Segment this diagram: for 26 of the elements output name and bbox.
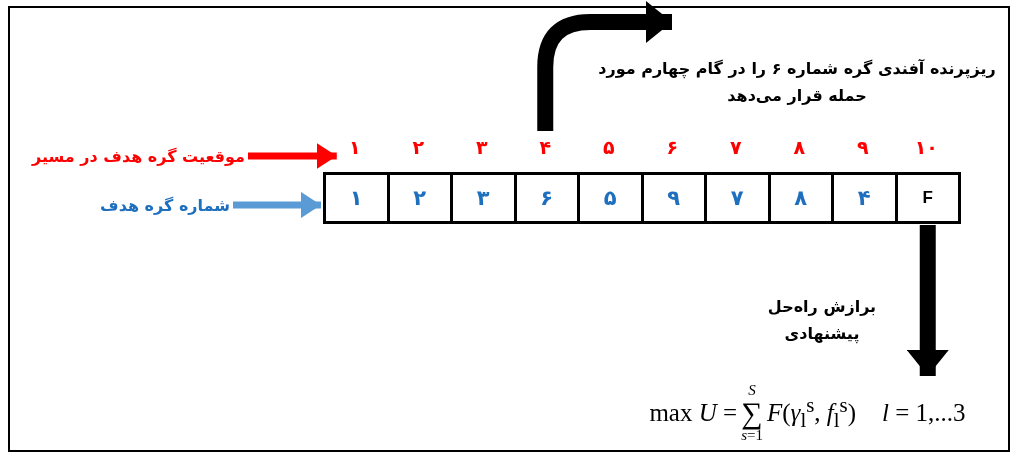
- array-cell: ۳: [450, 172, 517, 224]
- sum-sign: ∑: [741, 398, 763, 428]
- formula-text: max U =: [649, 399, 738, 427]
- array-cell: ۱: [323, 172, 390, 224]
- position-number: ۱: [338, 133, 371, 161]
- position-number: ۱۰: [910, 133, 943, 161]
- row-label: شماره گره هدف: [80, 192, 230, 218]
- position-number: ۲: [402, 133, 435, 161]
- position-number: ۷: [719, 133, 752, 161]
- position-number: ۴: [529, 133, 562, 161]
- array-cell: ۴: [831, 172, 898, 224]
- arrow: [537, 1, 672, 131]
- position-number: ۳: [465, 133, 498, 161]
- array-cell: ۵: [577, 172, 644, 224]
- arrow: [906, 225, 949, 376]
- position-number: ۸: [783, 133, 816, 161]
- sum-limit: S: [748, 383, 756, 398]
- formula-text: F(γ$_{l}$$^{s}$, f$_{l}$$^{s}$): [766, 392, 856, 434]
- annotation-text: ریزپرنده آفندی گره شماره ۶ را در گام چهارم مورد حمله قرار می‌دهد: [597, 58, 997, 107]
- row-label: موقعیت گره هدف در مسیر: [10, 143, 245, 169]
- array-cell: ۷: [704, 172, 771, 224]
- position-number: ۵: [592, 133, 625, 161]
- annotation-text: برازش راه‌حل پیشنهادی: [766, 296, 878, 346]
- position-number: ۶: [656, 133, 689, 161]
- position-number: ۹: [846, 133, 879, 161]
- formula-text: l = 1,...3: [882, 399, 966, 427]
